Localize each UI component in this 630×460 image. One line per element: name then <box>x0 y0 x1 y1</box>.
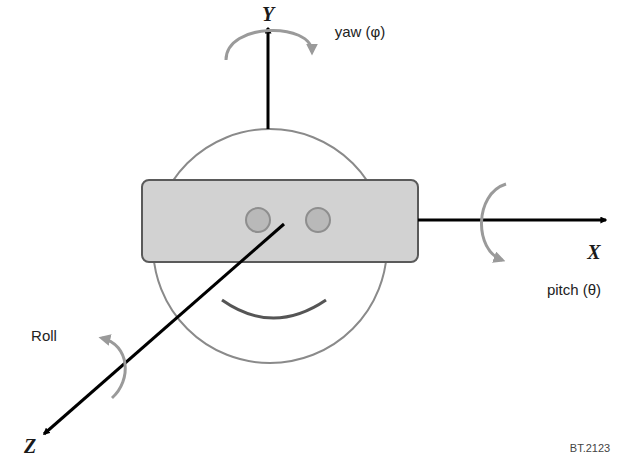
x-axis <box>418 219 606 222</box>
z-axis <box>44 224 284 434</box>
smile <box>222 300 326 318</box>
axis-label: X <box>587 241 600 264</box>
rotation-label: pitch (θ) <box>547 281 601 298</box>
rotation-label: yaw (φ) <box>335 23 386 40</box>
y-axis <box>267 28 270 129</box>
axis-label: Y <box>262 2 274 25</box>
axis-label: Z <box>24 435 36 458</box>
pitch-rotation-arrow <box>481 184 506 260</box>
right-eye <box>306 208 330 232</box>
rotation-label: Roll <box>31 327 57 344</box>
yaw-rotation-arrow <box>226 30 312 60</box>
roll-rotation-arrow <box>102 338 125 398</box>
visor-band <box>142 180 418 262</box>
reference-number: BT.2123 <box>570 442 610 455</box>
left-eye <box>246 208 270 232</box>
